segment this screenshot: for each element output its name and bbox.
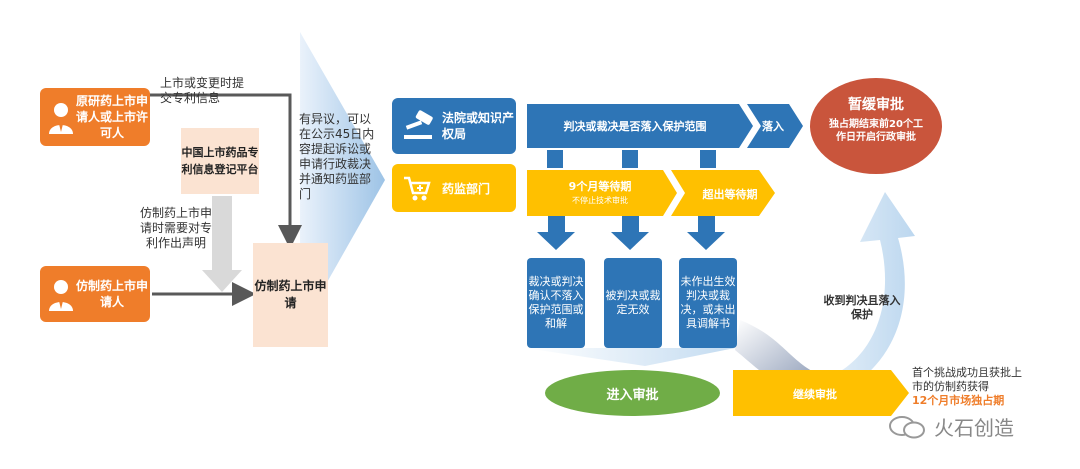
result-box-1: 裁决或判决确认不落入保护范围或和解 [527, 258, 585, 348]
gavel-icon [404, 110, 433, 139]
generic-applicant-label: 仿制药上市申请人 [76, 279, 149, 309]
suspend-title: 暂缓审批 [848, 97, 904, 113]
drug-admin-box: 药监部门 [392, 164, 516, 212]
exclusivity-text: 12个月市场独占期 [912, 394, 1005, 407]
fall-in-label: 落入 [762, 120, 784, 133]
cart-plus-icon [404, 176, 431, 201]
exceed-wait-label: 超出等待期 [702, 188, 758, 201]
wait-9m-label: 9个月等待期 [568, 180, 632, 193]
person-icon [49, 280, 73, 311]
platform-box: 中国上市药品专利信息登记平台 [181, 128, 259, 194]
person-icon [49, 103, 73, 134]
result-box-2: 被判决或裁定无效 [604, 258, 662, 348]
upward-curve-arrow [770, 192, 915, 406]
judgement-band [527, 104, 803, 148]
originator-box: 原研药上市申请人或上市许可人 [40, 88, 150, 146]
generic-note: 仿制药上市申请时需要对专利作出声明 [140, 206, 213, 250]
originator-note: 上市或变更时提交专利信息 [160, 76, 245, 105]
judgement-label: 判决或裁决是否落入保护范围 [563, 120, 707, 133]
watermark: 火石创造 [888, 412, 1014, 441]
results-fan [525, 348, 735, 366]
court-label: 法院或知识产权局 [442, 111, 515, 141]
wait-9m-sub: 不停止技术审批 [572, 196, 628, 205]
connector-originator [123, 93, 302, 249]
drug-admin-label: 药监部门 [442, 181, 491, 196]
suspend-desc: 独占期结束前20个工作日开启行政审批 [829, 119, 923, 143]
down-arrows [537, 150, 725, 250]
first-challenge-text: 首个挑战成功且获批上市的仿制药获得 [912, 366, 1022, 393]
court-box: 法院或知识产权局 [392, 98, 516, 154]
generic-applicant-box: 仿制药上市申请人 [40, 266, 150, 322]
result-box-3: 未作出生效判决或裁决，或未出具调解书 [679, 258, 737, 348]
suspend-approval-circle: 暂缓审批 独占期结束前20个工作日开启行政审批 [810, 78, 942, 174]
continue-approval-label: 继续审批 [793, 388, 837, 401]
generic-application-box: 仿制药上市申请 [253, 243, 328, 347]
first-challenge-note: 首个挑战成功且获批上市的仿制药获得 12个月市场独占期 [912, 366, 1030, 408]
enter-approval-ellipse: 进入审批 [545, 370, 720, 416]
wechat-icon [889, 415, 925, 438]
continue-approval-arrow [733, 370, 909, 416]
platform-down-arrow [202, 196, 242, 292]
originator-label: 原研药上市申请人或上市许可人 [76, 94, 149, 140]
objection-note: 有异议，可以在公示45日内容提起诉讼或申请行政裁决并通知药监部门 [299, 112, 375, 201]
receive-note: 收到判决且落入保护 [823, 294, 901, 321]
wait-band [527, 170, 775, 216]
watermark-text: 火石创造 [934, 416, 1014, 440]
